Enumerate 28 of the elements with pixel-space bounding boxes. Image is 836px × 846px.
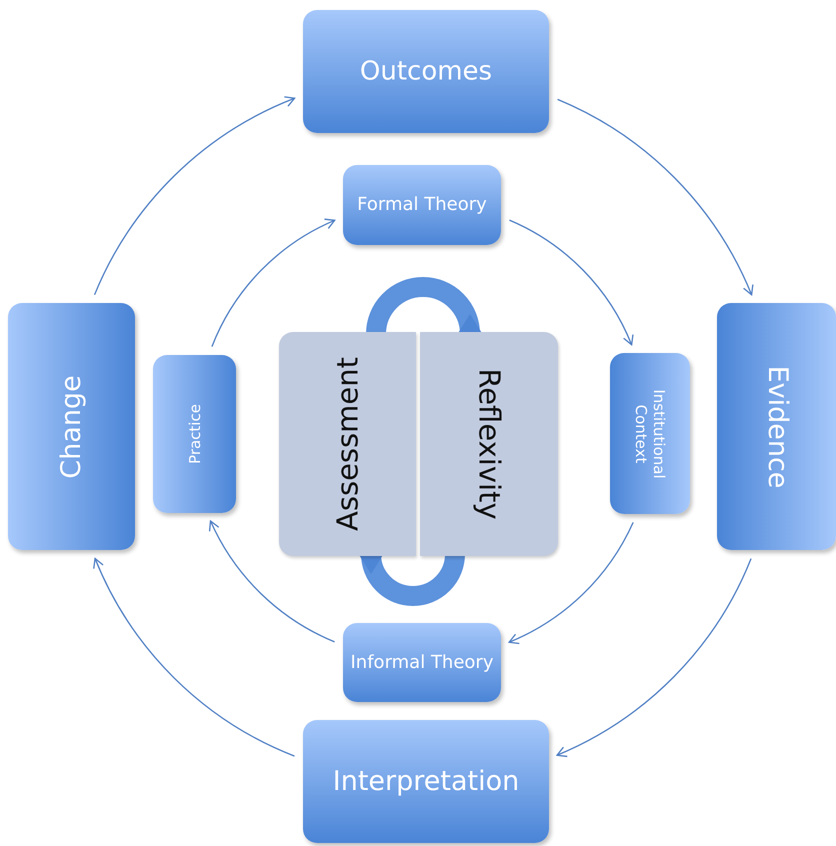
process-box xyxy=(303,720,549,843)
box-label: Informal Theory xyxy=(350,652,494,674)
curved-arrow xyxy=(557,98,753,296)
process-box xyxy=(153,355,236,513)
box-label: Interpretation xyxy=(332,765,520,798)
curved-arrow xyxy=(94,96,296,296)
curved-arrow xyxy=(556,558,752,756)
box-label: Institutional Context xyxy=(632,388,668,480)
panel xyxy=(279,332,416,556)
curved-arrow xyxy=(509,220,634,346)
box-label: Outcomes xyxy=(358,56,494,88)
process-box xyxy=(343,623,501,702)
curved-arrow xyxy=(508,522,634,644)
process-box xyxy=(343,165,501,245)
box-label: Formal Theory xyxy=(356,194,488,216)
process-box xyxy=(610,353,690,514)
box-label: Change xyxy=(55,374,88,480)
panel xyxy=(420,332,558,556)
box-label: Practice xyxy=(186,403,204,466)
curved-arrow xyxy=(211,219,336,347)
box-label: Assessment xyxy=(330,356,365,533)
process-box xyxy=(303,10,549,133)
box-label: Reflexivity xyxy=(472,367,506,522)
curved-arrow xyxy=(94,558,295,757)
process-box xyxy=(717,303,836,550)
process-box xyxy=(8,303,135,550)
box-label: Evidence xyxy=(760,364,793,490)
curved-arrow xyxy=(210,520,335,642)
